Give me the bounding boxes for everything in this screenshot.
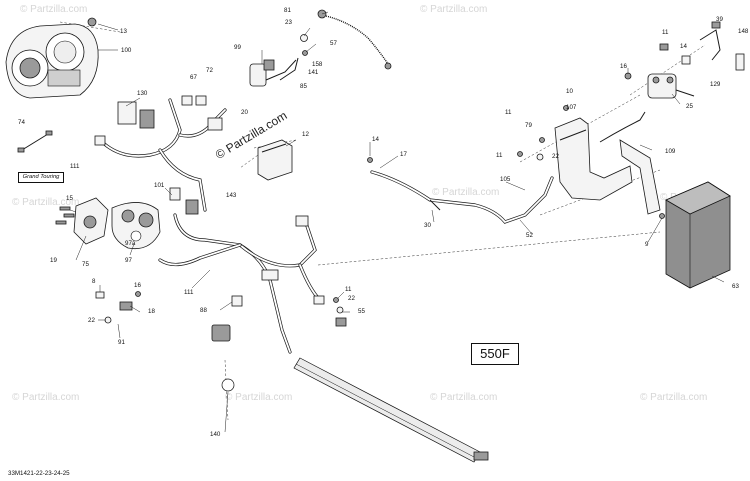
callout-11: 11 [345,286,352,293]
callout-52: 52 [526,232,533,239]
callout-11: 11 [496,152,503,159]
instrument-cluster [5,23,99,99]
watermark-faint: © Partzilla.com [225,392,292,403]
callout-22: 22 [552,153,559,160]
watermark-faint: © Partzilla.com [12,197,79,208]
battery-63 [665,181,731,289]
connector-67 [181,95,193,106]
callout-81: 81 [284,7,291,14]
callout-23: 23 [285,19,292,26]
callout-8: 8 [92,278,96,285]
left-harness [94,98,227,212]
callout-16: 16 [620,63,627,70]
watermark-faint: © Partzilla.com [432,187,499,198]
watermark-faint: © Partzilla.com [12,392,79,403]
callout-17: 17 [400,151,407,158]
ribbon-strip [293,357,489,463]
callout-99: 99 [234,44,241,51]
watermark-faint: © Partzilla.com [20,4,87,15]
model-label: 550F [471,343,519,365]
callout-9: 9 [645,241,649,248]
watermark-faint: © Partzilla.com [430,392,497,403]
leader-lines [69,11,725,433]
misc-fasteners [95,105,665,392]
callout-140: 140 [210,431,221,438]
callout-18: 18 [148,308,155,315]
callout-148: 148 [738,28,749,35]
callout-39: 39 [716,16,723,23]
callout-143: 143 [226,192,237,199]
callout-141: 141 [308,69,319,76]
callout-109: 109 [665,148,676,155]
callout-20: 20 [241,109,248,116]
callout-130: 130 [137,90,148,97]
battery-cables [367,111,646,224]
callout-88: 88 [200,307,207,314]
callout-111: 111 [184,289,194,296]
callout-labels: 13 100 74 111 130 67 72 99 20 81 23 57 1… [18,7,749,438]
screw-13 [87,17,97,27]
callout-19: 19 [50,257,57,264]
callout-22: 22 [348,295,355,302]
switch-housing-75 [73,197,109,245]
main-harness [158,187,325,354]
nut-23 [300,34,308,42]
callout-12: 12 [302,131,309,138]
solenoid-25 [647,73,695,99]
bracket-109 [619,139,661,215]
ground-wire-141 [279,57,299,81]
callout-14: 14 [372,136,379,143]
callout-10: 10 [566,88,573,95]
watermark-faint: © Partzilla.com [640,392,707,403]
callout-158: 158 [312,61,323,68]
callout-111: 111 [70,163,80,170]
connector-72 [195,95,207,106]
callout-16: 16 [134,282,141,289]
callout-25: 25 [686,103,693,110]
callout-100: 100 [121,47,132,54]
switch-housing-97 [111,202,161,250]
callout-91: 91 [118,339,125,346]
callout-67: 67 [190,74,197,81]
screws-15 [55,206,75,225]
callout-129: 129 [710,81,721,88]
callout-13: 13 [120,28,127,35]
callout-97a: 97a [125,240,136,247]
grand-touring-label: Grand Touring [18,172,64,183]
callout-74: 74 [18,119,25,126]
callout-55: 55 [358,308,365,315]
callout-101: 101 [154,182,165,189]
callout-63: 63 [732,283,739,290]
callout-72: 72 [206,67,213,74]
callout-97: 97 [125,257,132,264]
battery-bracket-107 [554,117,633,201]
relay-99 [249,59,297,87]
callout-107: 107 [566,104,577,111]
callout-105: 105 [500,176,511,183]
callout-75: 75 [82,261,89,268]
callout-11: 11 [662,29,669,36]
callout-15: 15 [66,195,73,202]
callout-14: 14 [680,43,687,50]
cable-81 [317,9,392,70]
callout-85: 85 [300,83,307,90]
terminal-parts [624,21,745,80]
callout-79: 79 [525,122,532,129]
callout-30: 30 [424,222,431,229]
callout-11: 11 [505,109,512,116]
watermark-faint: © Partzilla.com [420,4,487,15]
module-12 [257,139,293,181]
accessory-cable-74 [17,130,53,153]
diagram-reference-code: 33M1421-22-23-24-25 [8,470,70,477]
callout-57: 57 [330,40,337,47]
callout-22: 22 [88,317,95,324]
